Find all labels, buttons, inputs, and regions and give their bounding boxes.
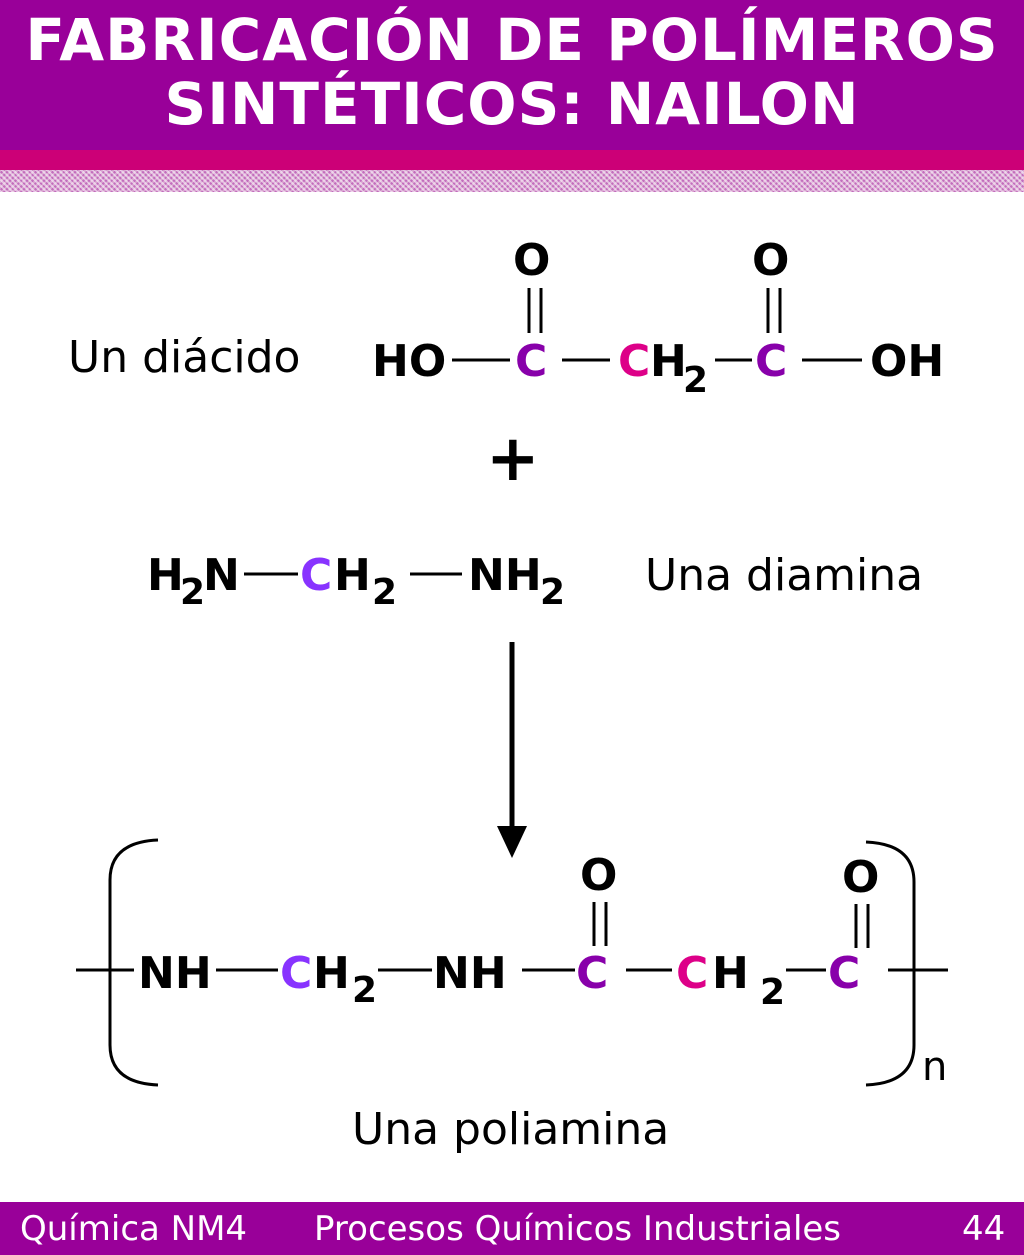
header-pink-stripe bbox=[0, 150, 1024, 170]
polymer-subscript-1: 2 bbox=[352, 970, 377, 1011]
polymer-oxygen-2: O bbox=[842, 852, 879, 903]
page-title-line-1: FABRICACIÓN DE POLÍMEROS bbox=[25, 6, 999, 74]
reaction-arrow-head bbox=[497, 826, 527, 858]
diamine-nh2-subscript: 2 bbox=[540, 572, 565, 613]
diacid-methylene-carbon: C bbox=[618, 336, 650, 387]
polymer-nh-1: NH bbox=[138, 948, 212, 999]
polymer-bracket-right bbox=[865, 840, 916, 1087]
plus-sign: + bbox=[486, 422, 540, 496]
diacid-oh: OH bbox=[870, 336, 944, 387]
page-title-line-2: SINTÉTICOS: NAILON bbox=[164, 70, 860, 138]
diamine-h2n-h: H bbox=[147, 550, 184, 601]
diacid-oxygen-1: O bbox=[513, 235, 550, 286]
diamine-subscript: 2 bbox=[372, 572, 397, 613]
polymer-repeat-n: n bbox=[922, 1044, 947, 1090]
diacid-label: Un diácido bbox=[68, 332, 301, 383]
polymer-oxygen-1: O bbox=[580, 850, 617, 901]
polymer-carbon-1: C bbox=[280, 948, 312, 999]
footer-page-number: 44 bbox=[962, 1209, 1006, 1249]
polymer-bracket-left bbox=[108, 838, 159, 1087]
footer-bar: Química NM4 Procesos Químicos Industrial… bbox=[0, 1202, 1024, 1255]
diacid-carbonyl-carbon-2: C bbox=[755, 336, 787, 387]
polyamide-label: Una poliamina bbox=[352, 1104, 670, 1155]
polymer-nh-2: NH bbox=[433, 948, 507, 999]
footer-subject: Química NM4 bbox=[20, 1209, 248, 1249]
header-dither-stripe bbox=[0, 170, 1024, 192]
polymer-carbon-3: C bbox=[676, 948, 708, 999]
diamine-h: H bbox=[334, 550, 371, 601]
diacid-carbonyl-carbon-1: C bbox=[515, 336, 547, 387]
polymer-carbonyl-carbon-2: C bbox=[828, 948, 860, 999]
polymer-h-3: H bbox=[712, 948, 749, 999]
diamine-label: Una diamina bbox=[645, 550, 924, 601]
diamine-nh2: NH bbox=[468, 550, 542, 601]
diacid-methylene-subscript: 2 bbox=[683, 360, 708, 401]
diacid-ho: HO bbox=[372, 336, 446, 387]
diacid-methylene-h: H bbox=[650, 336, 687, 387]
page-title: FABRICACIÓN DE POLÍMEROS SINTÉTICOS: NAI… bbox=[0, 8, 1024, 136]
diacid-oxygen-2: O bbox=[752, 235, 789, 286]
header-bar: FABRICACIÓN DE POLÍMEROS SINTÉTICOS: NAI… bbox=[0, 0, 1024, 150]
diamine-carbon: C bbox=[300, 550, 332, 601]
polymer-h-1: H bbox=[313, 948, 350, 999]
footer-topic: Procesos Químicos Industriales bbox=[314, 1209, 842, 1249]
polymer-carbonyl-carbon-1: C bbox=[576, 948, 608, 999]
polymer-subscript-3: 2 bbox=[760, 972, 785, 1013]
diamine-h2n-n: N bbox=[203, 550, 240, 601]
diamine-h2n-subscript: 2 bbox=[180, 572, 205, 613]
